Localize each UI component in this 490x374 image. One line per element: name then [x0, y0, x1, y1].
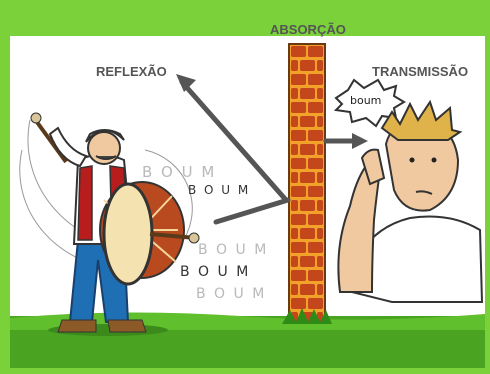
brick — [317, 172, 323, 183]
brick — [291, 214, 306, 225]
brick — [308, 130, 323, 141]
brick — [291, 88, 298, 99]
transmission-arrowhead — [352, 133, 368, 149]
brick — [291, 270, 306, 281]
drumstick-right — [149, 232, 197, 240]
absorption-label: ABSORÇÃO — [270, 22, 346, 37]
boum-text-faint: B O U M — [196, 286, 267, 302]
boum-text-faint: B O U M — [142, 163, 217, 181]
transmission-label: TRANSMISSÃO — [372, 64, 469, 79]
flat-cap — [85, 129, 125, 143]
boum-text-bold: B O U M — [180, 264, 251, 280]
drum-head — [102, 182, 154, 286]
grass-tuft — [282, 308, 332, 324]
speech-bubble-text: boum — [350, 94, 382, 107]
brick — [317, 116, 323, 127]
sound-arrows — [179, 79, 359, 225]
brick — [291, 46, 306, 57]
brick — [291, 242, 306, 253]
brick — [308, 186, 323, 197]
brick — [300, 116, 315, 127]
brick — [291, 284, 298, 295]
brick — [308, 298, 323, 309]
brick — [308, 46, 323, 57]
raised-arm — [48, 126, 88, 168]
brick — [291, 144, 298, 155]
brick — [291, 228, 298, 239]
brick — [300, 60, 315, 71]
brick — [291, 60, 298, 71]
reflection-label: REFLEXÃO — [96, 64, 167, 79]
brick — [317, 284, 323, 295]
brick — [317, 60, 323, 71]
brick — [300, 284, 315, 295]
boum-text-bold: B O U M — [188, 183, 251, 197]
brick — [291, 200, 298, 211]
cupped-hand — [360, 148, 386, 186]
reflection-arrow — [179, 79, 289, 203]
brick — [300, 144, 315, 155]
brick — [291, 172, 298, 183]
brick — [308, 102, 323, 113]
brick — [291, 186, 306, 197]
brick — [317, 228, 323, 239]
brick — [308, 158, 323, 169]
brick — [308, 74, 323, 85]
brick — [300, 256, 315, 267]
brick — [300, 228, 315, 239]
drummer-figure — [19, 112, 200, 333]
brick — [317, 200, 323, 211]
brick — [317, 88, 323, 99]
brick — [291, 298, 306, 309]
vest-left — [77, 165, 93, 241]
brick — [291, 116, 298, 127]
drumstick-left — [32, 116, 68, 164]
brick — [308, 242, 323, 253]
brick — [300, 200, 315, 211]
brick — [300, 172, 315, 183]
brick — [317, 144, 323, 155]
brick — [300, 88, 315, 99]
brick — [317, 256, 323, 267]
brick — [291, 130, 306, 141]
brick — [308, 270, 323, 281]
brick — [308, 214, 323, 225]
reflection-arrowhead — [176, 74, 196, 92]
spiky-hair — [380, 99, 463, 141]
brick — [291, 158, 306, 169]
speech-bubble — [333, 78, 406, 128]
brick — [291, 256, 298, 267]
brick — [291, 74, 306, 85]
boum-text-faint: B O U M — [198, 242, 269, 258]
listener-figure — [337, 99, 484, 303]
brick — [291, 102, 306, 113]
incident-arrow — [213, 197, 291, 225]
